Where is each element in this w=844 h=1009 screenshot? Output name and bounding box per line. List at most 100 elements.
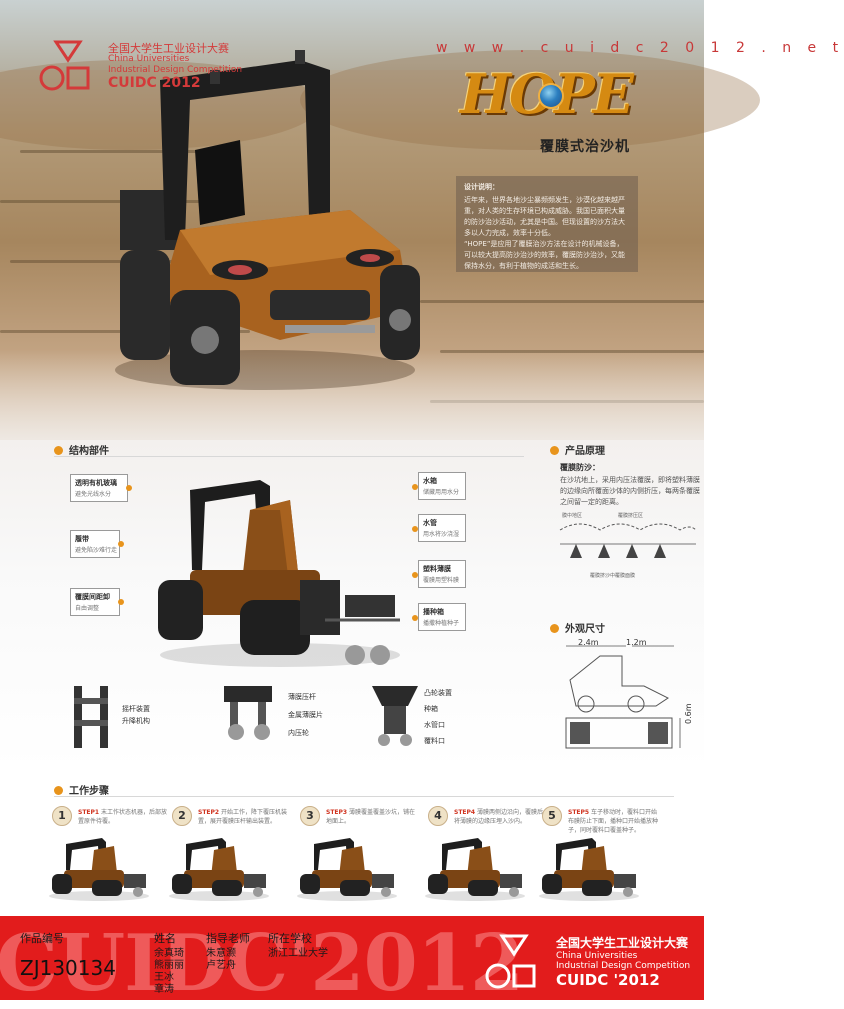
step-text: 薄膜两侧边沿向，覆膜后将薄膜的边缘压埋入沙内。 bbox=[454, 809, 544, 825]
step-label: STEP4 bbox=[454, 809, 476, 816]
name-value: 熊丽丽 bbox=[154, 960, 184, 971]
straw-row bbox=[10, 260, 210, 263]
principle-diagram bbox=[559, 523, 697, 558]
website-link[interactable]: w w w . c u i d c 2 0 1 2 . n e t bbox=[436, 40, 844, 56]
principle-text: 在沙坑地上，采用内压法覆膜，即将塑料薄膜的边缘向所覆面沙体的内侧折压，每两条覆膜… bbox=[560, 476, 700, 506]
vehicle-illustration bbox=[115, 50, 420, 390]
description-box: 设计说明： 近年来，世界各地沙尘暴频频发生，沙漠化越来越严重，对人类的生存环境已… bbox=[456, 176, 638, 272]
sky bbox=[0, 0, 704, 70]
step-number: 1 bbox=[52, 806, 72, 826]
step-text: 薄膜覆盖覆盖沙坑，铺在地面上。 bbox=[326, 809, 416, 825]
step-description: STEP1 末工作状态机器，后部放置原件待覆。 bbox=[78, 808, 170, 826]
bullet-icon bbox=[54, 446, 63, 455]
cuidc-logo-icon bbox=[485, 934, 536, 989]
work-id-label: 作品编号 bbox=[20, 932, 64, 945]
step-number: 5 bbox=[542, 806, 562, 826]
step-text: 开始工作，降下覆压机装置，展开覆膜压杆输出装置。 bbox=[198, 809, 288, 825]
diagram-label: 膜中地区 bbox=[562, 513, 583, 519]
work-id-value: ZJ130134 bbox=[20, 956, 116, 980]
step-number: 3 bbox=[300, 806, 320, 826]
footer-brand: 全国大学生工业设计大赛 China Universities Industria… bbox=[556, 934, 690, 989]
footer-bar: CUIDC'2012 bbox=[0, 916, 704, 1009]
detail-label: 升降机构 bbox=[122, 717, 150, 725]
callout-dot bbox=[126, 485, 132, 491]
name-value: 王冰 bbox=[154, 972, 174, 983]
diagram-caption: 覆膜挤沙中覆膜面膜 bbox=[590, 573, 636, 579]
structure-vehicle bbox=[158, 480, 400, 667]
step-text: 末工作状态机器，后部放置原件待覆。 bbox=[78, 809, 168, 825]
callout-dot bbox=[412, 484, 418, 490]
step-label: STEP5 bbox=[568, 809, 590, 816]
divider bbox=[54, 456, 524, 457]
straw-row bbox=[420, 300, 704, 303]
step-description: STEP5 车子移动时，覆料口开始布膜防止下面，播种口开始播放种子，同时覆料口覆… bbox=[568, 808, 660, 835]
section-title-steps: 工作步骤 bbox=[54, 782, 109, 797]
logo-en: China Universities bbox=[108, 54, 190, 64]
divider bbox=[54, 796, 674, 797]
detail-label: 金属薄膜片 bbox=[288, 711, 323, 719]
callout-dot bbox=[412, 615, 418, 621]
dimension-width: 2.4m bbox=[578, 638, 599, 647]
logo-cn: 全国大学生工业设计大赛 bbox=[108, 42, 229, 55]
advisor-value: 朱意灏 bbox=[206, 948, 236, 959]
callout-dot bbox=[118, 541, 124, 547]
step-vehicle-illustration bbox=[49, 838, 149, 901]
step-description: STEP4 薄膜两侧边沿向，覆膜后将薄膜的边缘压埋入沙内。 bbox=[454, 808, 546, 826]
section-title-structure: 结构部件 bbox=[54, 442, 109, 457]
footer-watermark: CUIDC'2012 bbox=[0, 918, 524, 1009]
detail-label: 摇杆装置 bbox=[122, 705, 150, 713]
school-label: 所在学校 bbox=[268, 932, 312, 945]
detail-lift-mechanism bbox=[74, 686, 108, 748]
globe-icon bbox=[538, 83, 564, 109]
hero-banner: 全国大学生工业设计大赛 China Universities Industria… bbox=[0, 0, 838, 440]
callout-film-spacing: 覆膜间距卸 自由调整 bbox=[70, 588, 120, 616]
step-label: STEP1 bbox=[78, 809, 100, 816]
step-label: STEP3 bbox=[326, 809, 348, 816]
callout-transparent-glass: 透明有机玻璃 避免光线水分 bbox=[70, 474, 128, 502]
step-description: STEP3 薄膜覆盖覆盖沙坑，铺在地面上。 bbox=[326, 808, 418, 826]
diagram-label: 覆膜挤压区 bbox=[618, 513, 644, 519]
detail-label: 覆料口 bbox=[424, 737, 445, 745]
logo-en: Industrial Design Competition bbox=[108, 65, 243, 75]
callout-dot bbox=[412, 526, 418, 532]
dimension-drawing bbox=[565, 645, 681, 749]
bullet-icon bbox=[54, 786, 63, 795]
section-title-dimensions: 外观尺寸 bbox=[550, 620, 605, 635]
detail-label: 薄膜压杆 bbox=[288, 693, 316, 701]
principle-subtitle: 覆膜防沙： bbox=[560, 463, 600, 472]
step-number: 4 bbox=[428, 806, 448, 826]
step-vehicle-illustration bbox=[297, 838, 397, 901]
step-vehicle-illustration bbox=[169, 838, 269, 901]
name-value: 章涛 bbox=[154, 984, 174, 995]
name-label: 姓名 bbox=[154, 932, 176, 945]
school-value: 浙江工业大学 bbox=[268, 948, 328, 959]
dune bbox=[300, 50, 760, 150]
callout-plastic-film: 塑料薄膜 覆膜用塑料膜 bbox=[418, 560, 466, 588]
detail-label: 种箱 bbox=[424, 705, 438, 713]
description-paragraph: 近年来，世界各地沙尘暴频频发生，沙漠化越来越严重，对人类的生存环境已构成威胁。我… bbox=[464, 196, 625, 237]
straw-row bbox=[0, 200, 230, 203]
cuidc-logo: 全国大学生工业设计大赛 China Universities Industria… bbox=[38, 40, 258, 96]
step-label: STEP2 bbox=[198, 809, 220, 816]
advisor-label: 指导老师 bbox=[206, 932, 250, 945]
description-title: 设计说明： bbox=[464, 183, 499, 191]
bullet-icon bbox=[550, 624, 559, 633]
detail-label: 水管口 bbox=[424, 721, 445, 729]
bullet-icon bbox=[550, 446, 559, 455]
name-value: 余真琦 bbox=[154, 948, 184, 959]
step-description: STEP2 开始工作，降下覆压机装置，展开覆膜压杆输出装置。 bbox=[198, 808, 290, 826]
callout-seed-box: 播种箱 播撒种植种子 bbox=[418, 603, 466, 631]
section-title-principle: 产品原理 bbox=[550, 442, 605, 457]
principle-text-block: 覆膜防沙： 在沙坑地上，采用内压法覆膜，即将塑料薄膜的边缘向所覆面沙体的内侧折压… bbox=[560, 462, 700, 508]
detail-film-roller bbox=[224, 686, 272, 740]
dimension-width: 1.2m bbox=[626, 638, 647, 647]
detail-label: 凸轮装置 bbox=[424, 689, 452, 697]
callout-water-tank: 水箱 储藏用用水分 bbox=[418, 472, 466, 500]
brand-en: China Universities bbox=[556, 951, 638, 961]
hero-fade bbox=[0, 350, 704, 440]
dimension-height: 0.6m bbox=[684, 703, 693, 724]
logo-code: CUIDC 2012 bbox=[108, 75, 201, 91]
callout-water-pipe: 水管 用水将沙浇湿 bbox=[418, 514, 466, 542]
cuidc-logo-icon bbox=[39, 40, 90, 91]
product-title: 覆膜式治沙机 bbox=[540, 139, 630, 155]
